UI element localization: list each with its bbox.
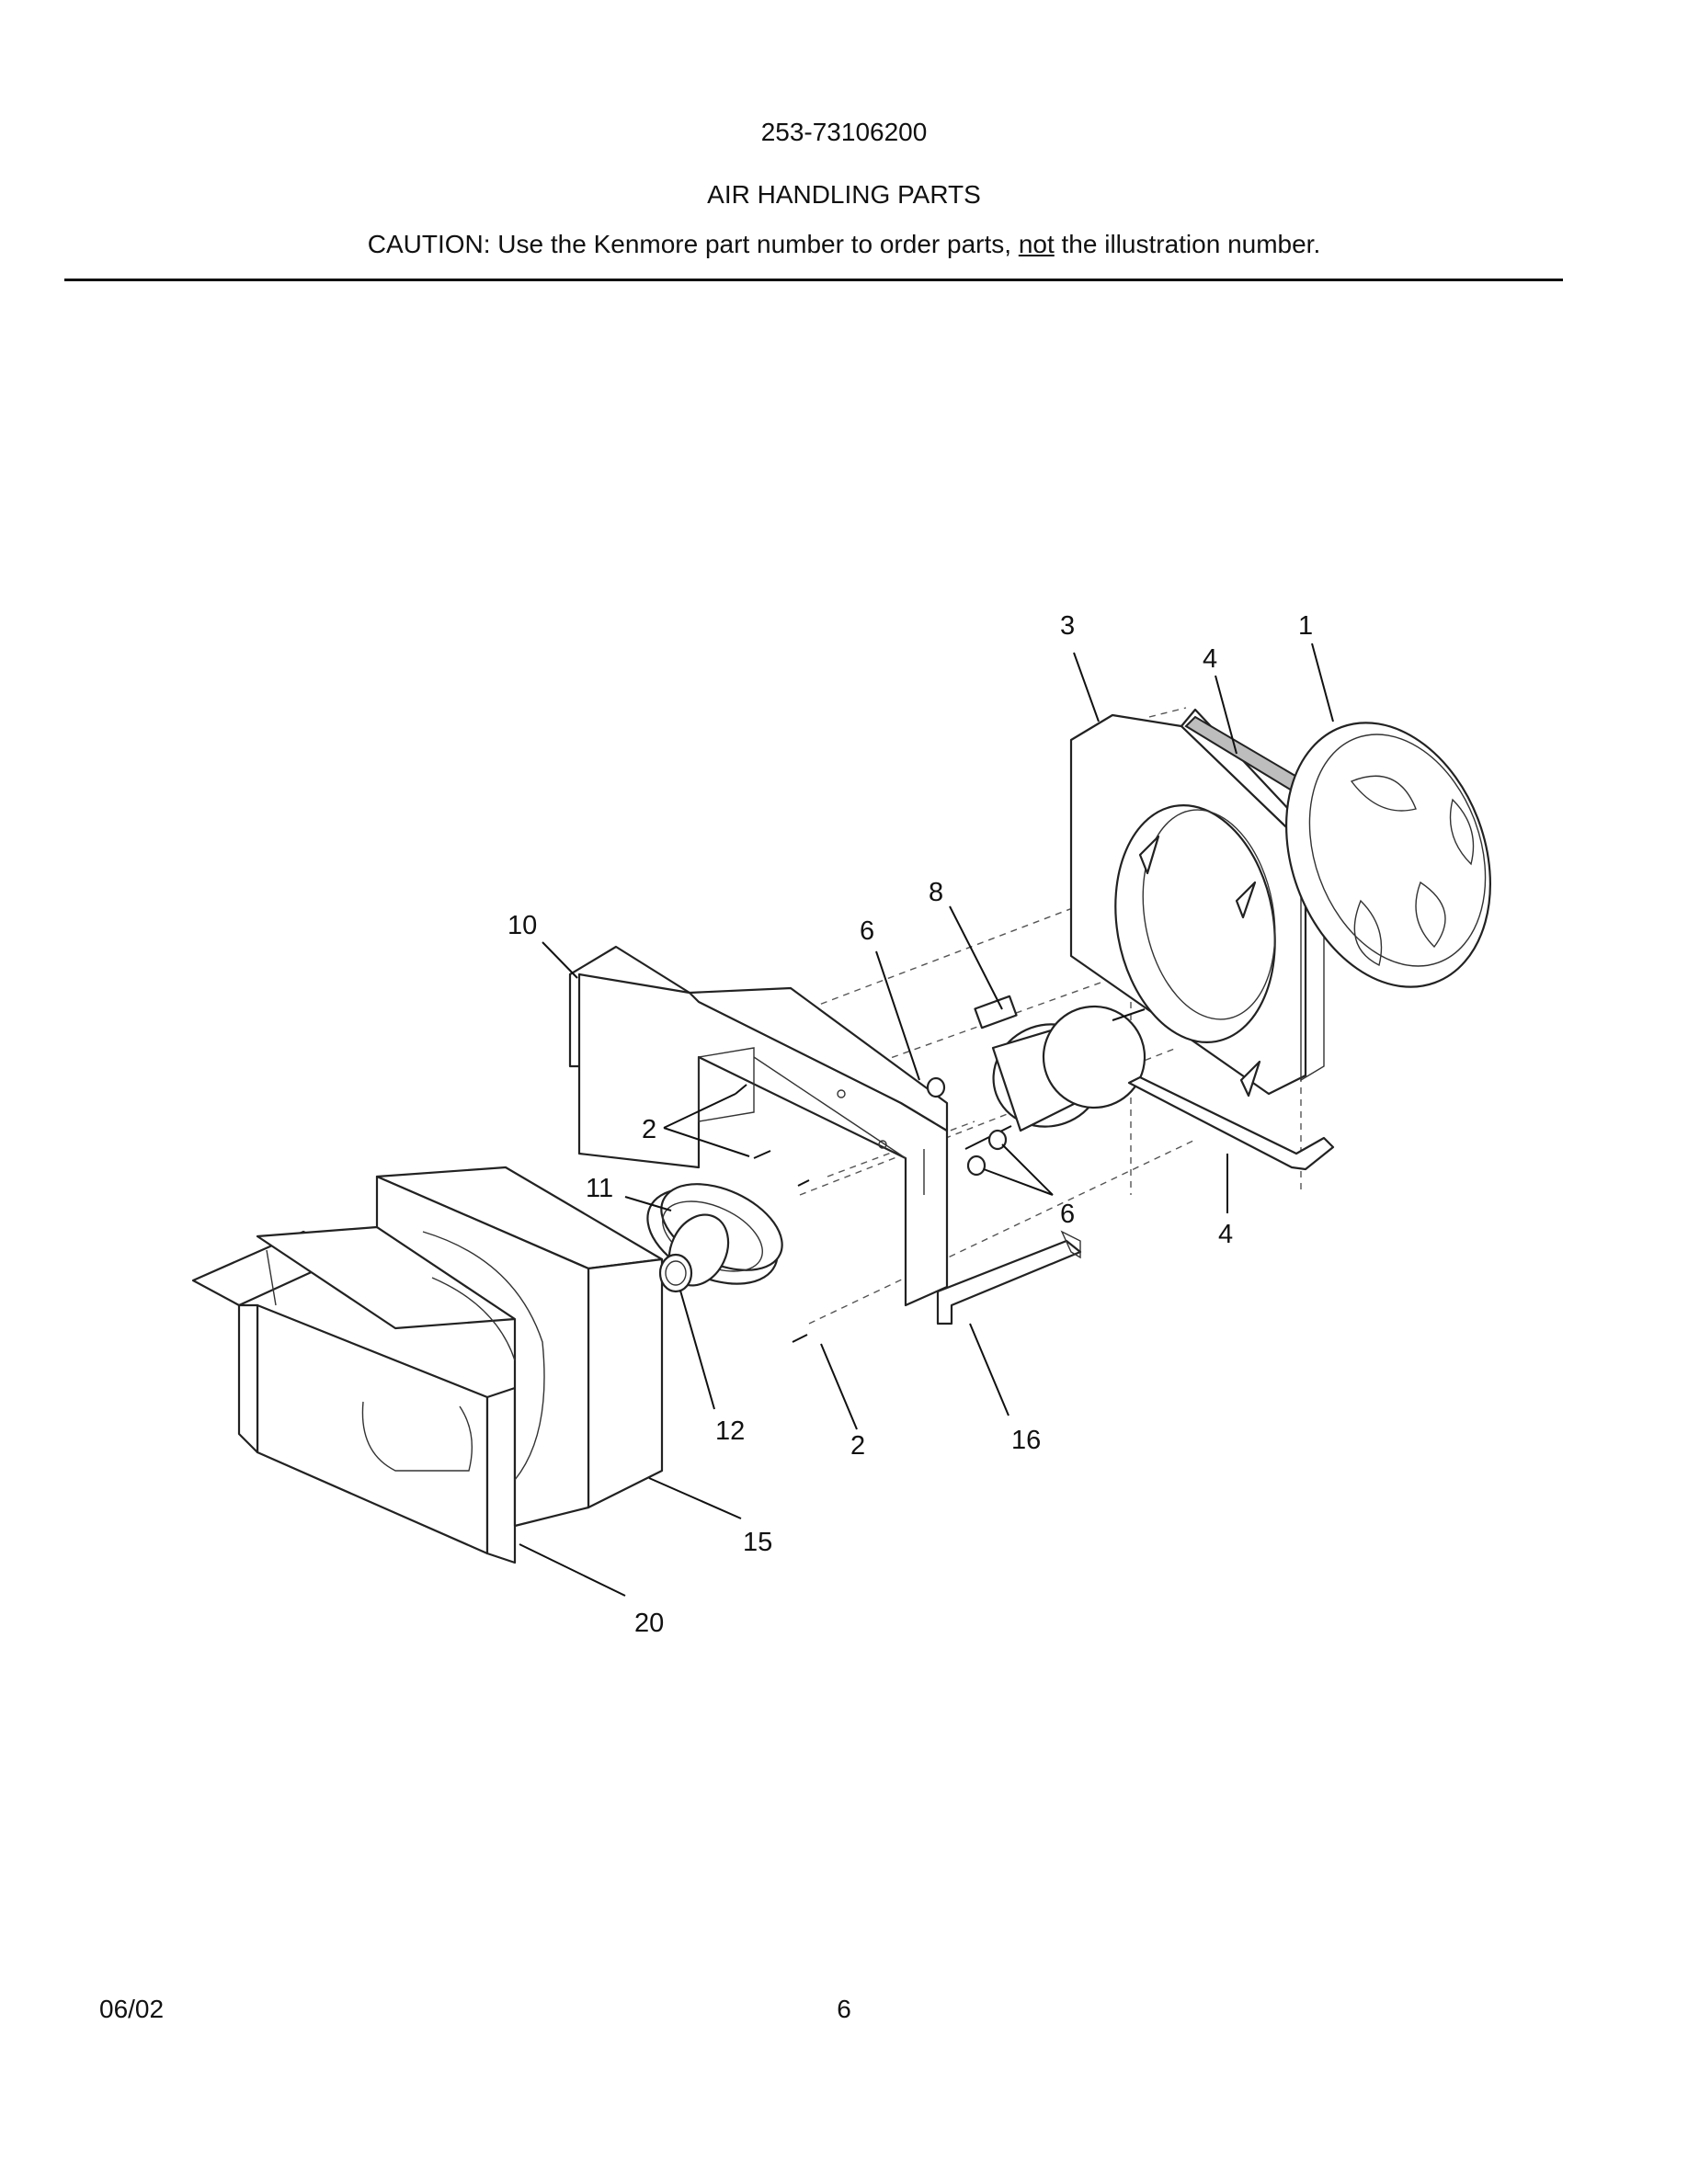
callout-1: 1 — [1298, 611, 1313, 641]
caution-emphasis: not — [1018, 230, 1055, 258]
callout-15: 15 — [743, 1528, 772, 1557]
part-15-scroll-housing — [375, 1166, 664, 1528]
callout-11: 11 — [586, 1174, 613, 1203]
model-number: 253-73106200 — [760, 118, 928, 146]
part-3-fan-shroud — [1069, 708, 1325, 1098]
callout-16: 16 — [1011, 1426, 1041, 1455]
callout-2-upper: 2 — [642, 1115, 656, 1144]
callout-labels: 3 1 4 8 10 6 2 11 6 4 12 2 16 15 20 — [508, 611, 1313, 1638]
part-8-motor — [964, 995, 1146, 1150]
callout-4-bottom: 4 — [1218, 1220, 1233, 1249]
footer-date: 06/02 — [99, 1995, 165, 2023]
header-rule — [64, 279, 1563, 281]
caution-note: CAUTION: Use the Kenmore part number to … — [0, 230, 1688, 259]
callout-6-top: 6 — [860, 916, 874, 946]
callout-6-lower: 6 — [1060, 1200, 1075, 1229]
part-2-screws — [735, 1084, 810, 1343]
callout-20: 20 — [634, 1609, 664, 1638]
caution-suffix: the illustration number. — [1054, 230, 1321, 258]
section-title: AIR HANDLING PARTS — [707, 180, 981, 209]
part-10-orifice-panel — [568, 945, 949, 1307]
part-1-fan-blade — [1285, 722, 1491, 988]
caution-prefix: CAUTION: Use the Kenmore part number to … — [367, 230, 1019, 258]
footer-page-number: 6 — [837, 1995, 851, 2023]
part-16-bracket — [936, 1230, 1082, 1325]
part-12-clamp — [658, 1253, 693, 1293]
callout-12: 12 — [715, 1416, 745, 1446]
part-6-grommets — [926, 1076, 1008, 1177]
callout-3: 3 — [1060, 611, 1075, 641]
callout-10: 10 — [508, 911, 537, 940]
callout-4-top: 4 — [1203, 644, 1217, 674]
callout-8: 8 — [929, 878, 943, 907]
callout-leaders — [519, 643, 1334, 1597]
callout-2-lower: 2 — [850, 1431, 865, 1461]
